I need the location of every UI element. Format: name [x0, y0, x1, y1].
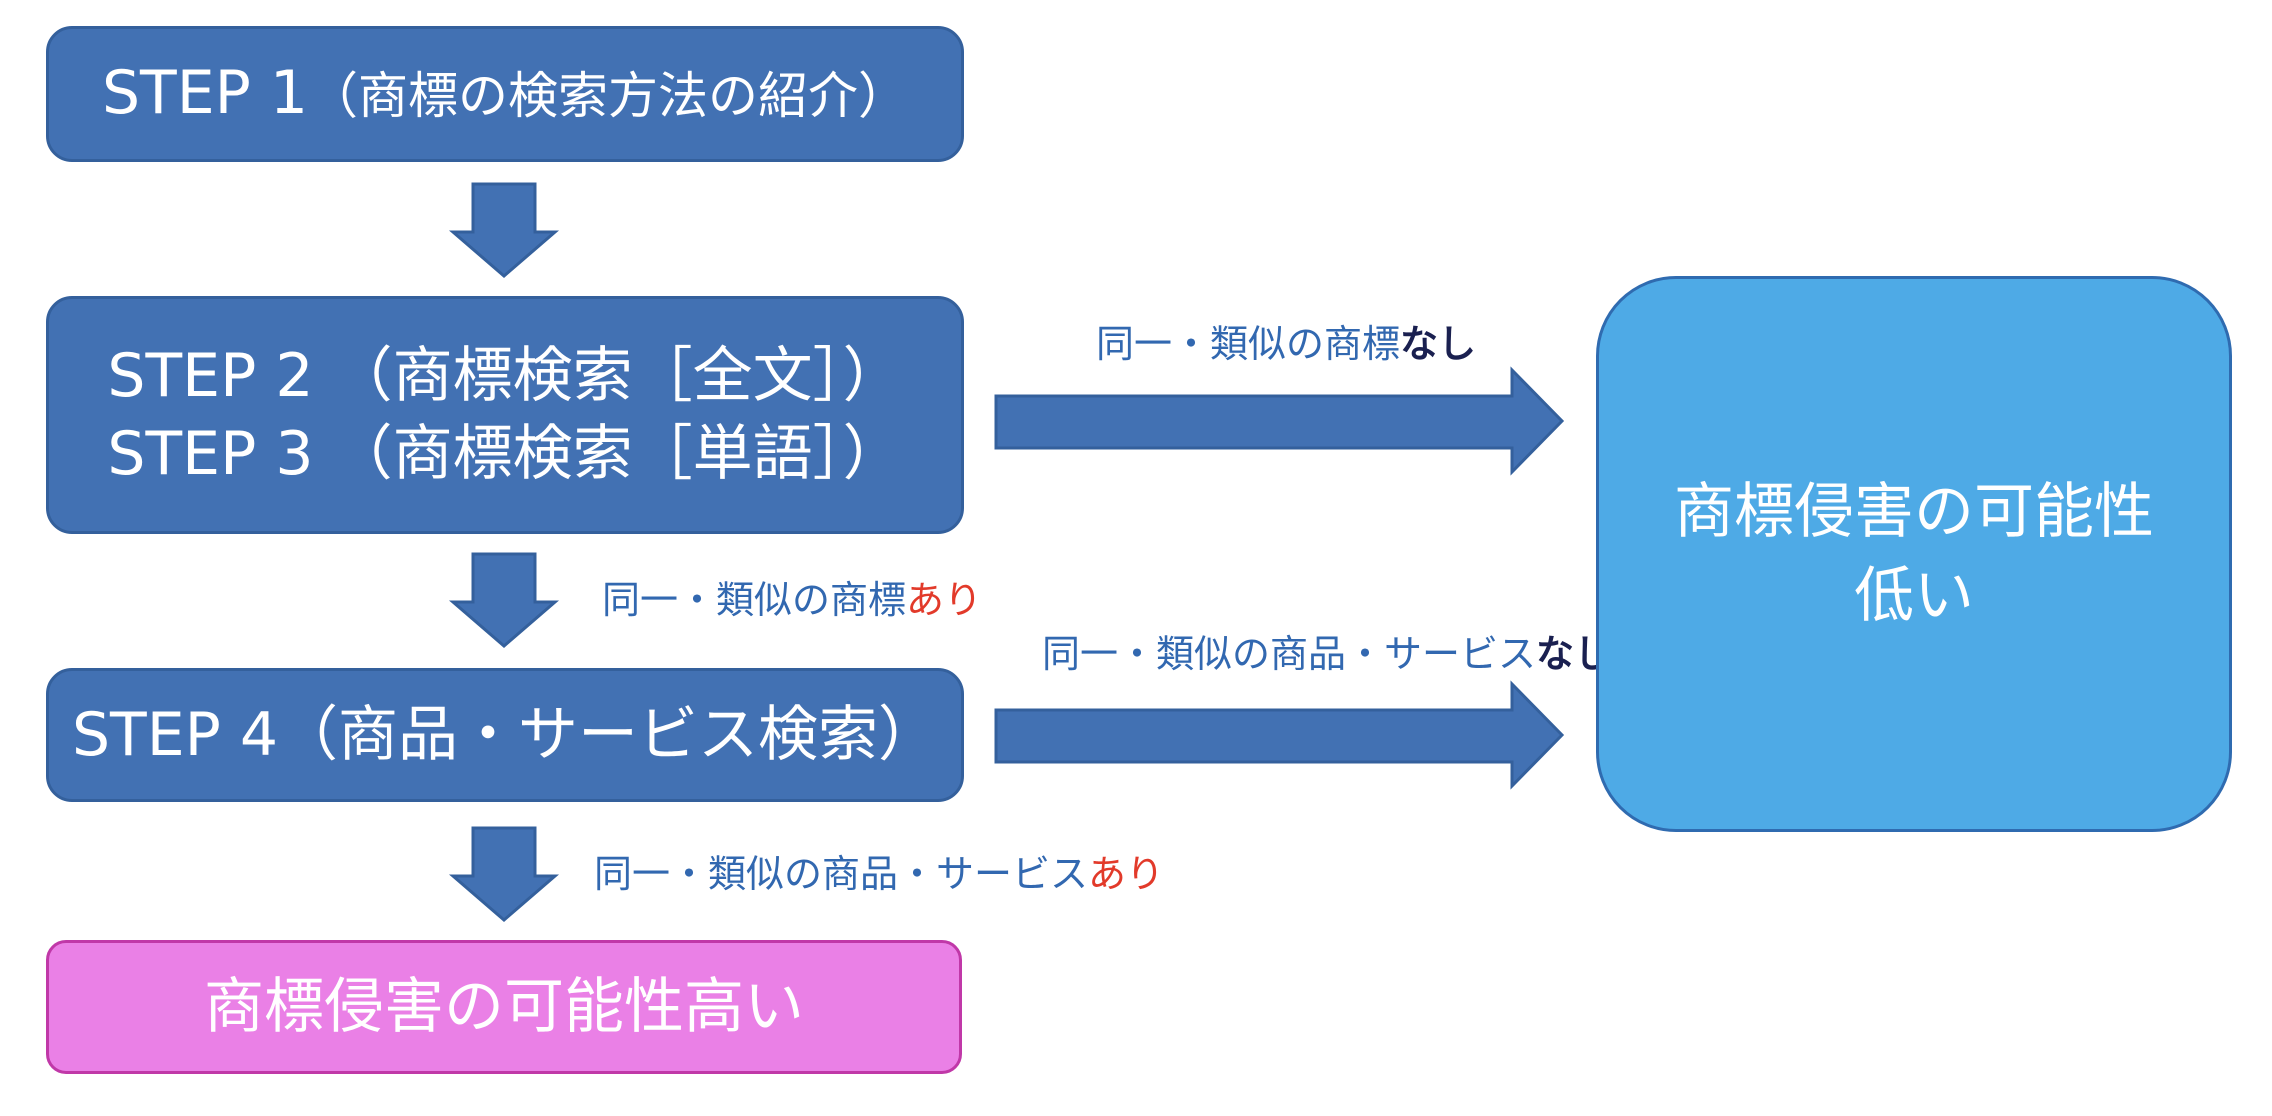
result-high-box: 商標侵害の可能性高い: [46, 940, 962, 1074]
label-tm-exists: 同一・類似の商標あり: [602, 576, 982, 624]
label-goods-none-base: 同一・類似の商品・サービス: [1042, 632, 1536, 676]
step4-prefix: STEP 4: [72, 700, 278, 770]
step1-box: STEP 1（商標の検索方法の紹介）: [46, 26, 964, 162]
result-low-line2: 低い: [1854, 554, 1974, 638]
step3-text: STEP 3 （商標検索［単語］）: [107, 415, 902, 493]
label-tm-exists-suffix: あり: [906, 578, 982, 622]
down-arrow-1: [450, 182, 558, 278]
step23-box: STEP 2 （商標検索［全文］） STEP 3 （商標検索［単語］）: [46, 296, 964, 534]
label-goods-exists: 同一・類似の商品・サービスあり: [594, 850, 1164, 898]
step2-text: STEP 2 （商標検索［全文］）: [107, 337, 902, 415]
step4-paren: （商品・サービス検索）: [278, 700, 938, 770]
label-goods-exists-base: 同一・類似の商品・サービス: [594, 852, 1088, 896]
step1-prefix: STEP 1: [102, 58, 308, 128]
label-tm-none: 同一・類似の商標なし: [1096, 320, 1476, 368]
right-arrow-1: [994, 368, 1566, 474]
label-tm-exists-base: 同一・類似の商標: [602, 578, 906, 622]
right-arrow-2: [994, 682, 1566, 788]
result-low-box: 商標侵害の可能性 低い: [1596, 276, 2232, 832]
step4-box: STEP 4（商品・サービス検索）: [46, 668, 964, 802]
step1-paren: （商標の検索方法の紹介）: [308, 67, 908, 125]
label-tm-none-suffix: なし: [1400, 322, 1476, 366]
down-arrow-3: [450, 826, 558, 922]
label-goods-none: 同一・類似の商品・サービスなし: [1042, 630, 1612, 678]
result-high-text: 商標侵害の可能性高い: [204, 968, 804, 1046]
label-goods-exists-suffix: あり: [1088, 852, 1164, 896]
down-arrow-2: [450, 552, 558, 648]
step4-text: STEP 4（商品・サービス検索）: [72, 696, 938, 774]
label-tm-none-base: 同一・類似の商標: [1096, 322, 1400, 366]
result-low-line1: 商標侵害の可能性: [1674, 470, 2154, 554]
step1-text: STEP 1（商標の検索方法の紹介）: [102, 54, 908, 135]
